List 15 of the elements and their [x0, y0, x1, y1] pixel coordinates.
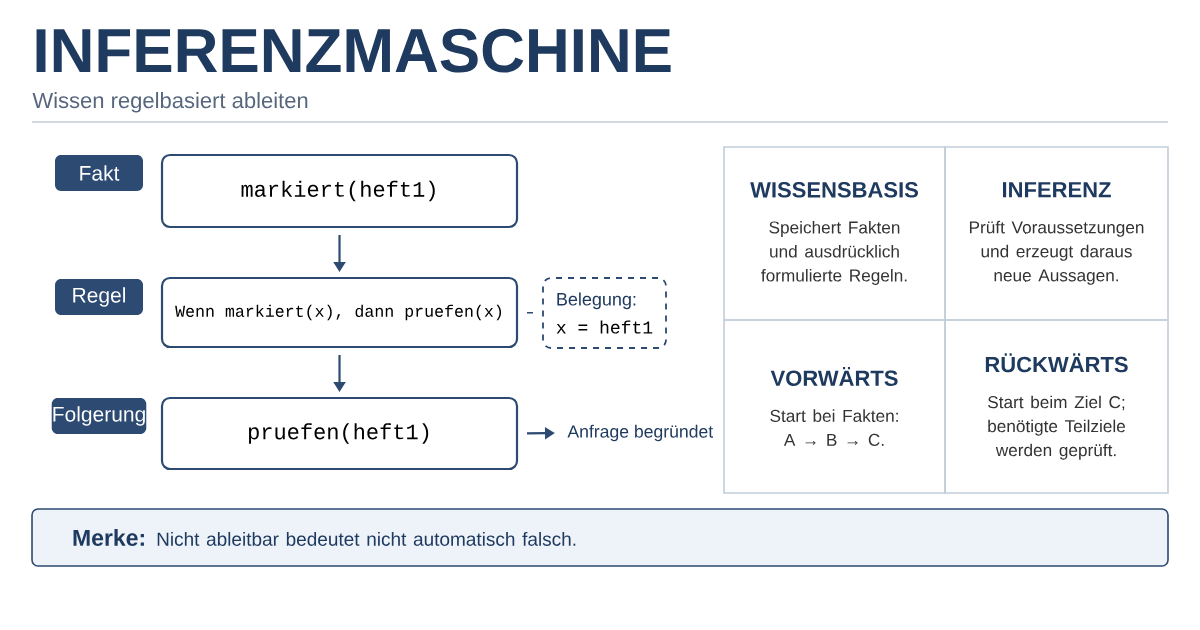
info-cell: VORWÄRTS Start bei Fakten: A → B → C. — [723, 319, 946, 494]
step-tag: Fakt — [55, 155, 143, 191]
note-box: Merke: Nicht ableitbar bedeutet nicht automatisch falsch. — [31, 508, 1169, 567]
statement-box: pruefen(heft1) — [160, 396, 519, 471]
subtitle: Wissen regelbasiert ableiten — [32, 92, 308, 113]
info-cell: WISSENSBASIS Speichert Fakten und ausdrücklich formulierte Regeln. — [723, 146, 946, 321]
title: INFERENZMASCHINE — [36, 28, 671, 73]
step-tag: Regel — [55, 279, 143, 315]
info-cell: RÜCKWÄRTS Start beim Ziel C; benötigte Teilziele werden geprüft. — [944, 319, 1169, 494]
step-tag: Folgerung — [51, 398, 147, 434]
result-text: Anfrage begründet — [567, 424, 714, 442]
connector-line — [526, 311, 534, 314]
binding-box: Belegung: x = heft1 — [542, 277, 667, 349]
statement-box: markiert(heft1) — [160, 153, 519, 229]
info-cell: INFERENZ Prüft Voraussetzungen und erzeugt daraus neue Aussagen. — [944, 146, 1169, 321]
